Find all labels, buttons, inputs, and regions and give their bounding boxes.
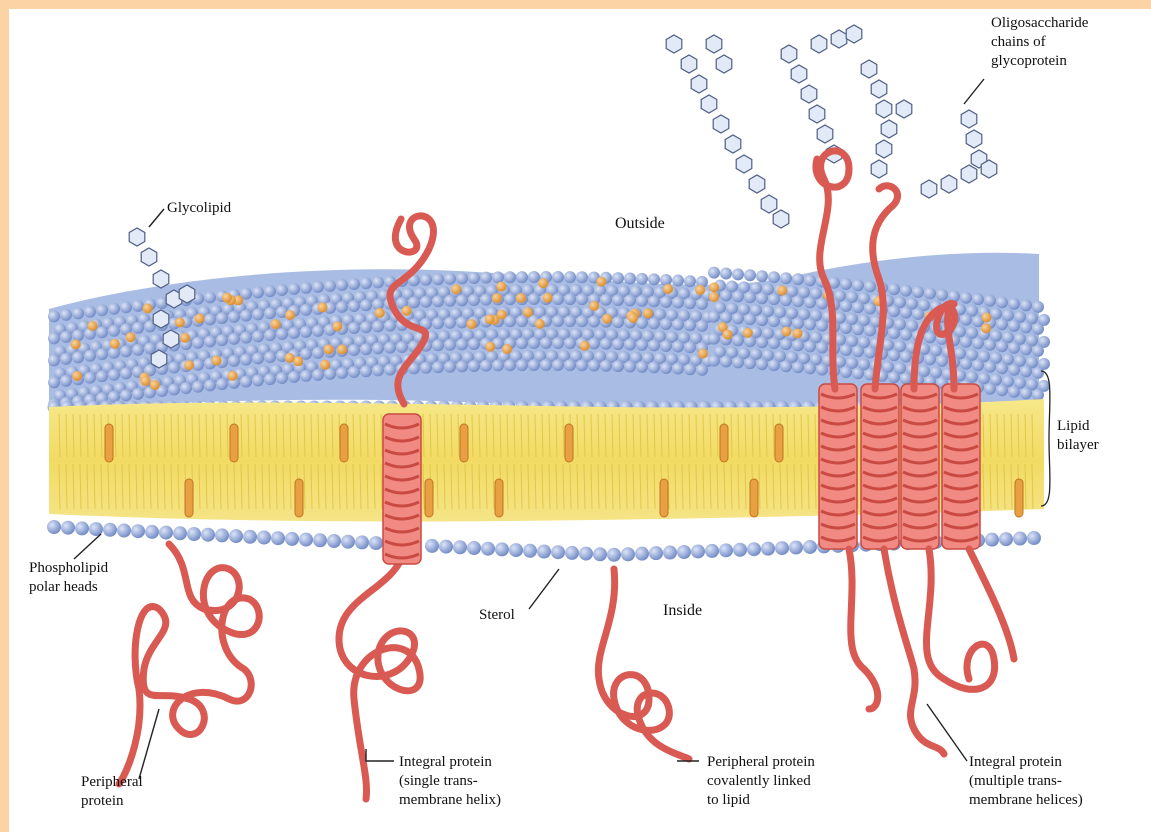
- peripheral-protein-left: [119, 544, 259, 784]
- diagram-panel: Glycolipid Outside Oligosaccharide chain…: [9, 9, 1151, 832]
- membrane-diagram: [9, 9, 1151, 832]
- label-inside: Inside: [663, 601, 702, 620]
- label-glycolipid: Glycolipid: [167, 199, 231, 218]
- label-outside: Outside: [615, 214, 665, 233]
- integral-protein-single-helix: [383, 414, 421, 564]
- label-peripheral-protein-lipid-linked: Peripheral protein covalently linked to …: [707, 753, 815, 810]
- label-oligosaccharide-chains: Oligosaccharide chains of glycoprotein: [991, 14, 1088, 71]
- label-phospholipid-polar-heads: Phospholipid polar heads: [29, 559, 108, 597]
- label-sterol: Sterol: [479, 606, 515, 625]
- integral-protein-multiple-helices: [819, 384, 980, 549]
- label-integral-protein-multiple: Integral protein (multiple trans- membra…: [969, 753, 1083, 810]
- peripheral-protein-lipid-linked: [598, 569, 689, 759]
- label-peripheral-protein: Peripheral protein: [81, 773, 143, 811]
- label-integral-protein-single: Integral protein (single trans- membrane…: [399, 753, 501, 810]
- label-lipid-bilayer: Lipid bilayer: [1057, 417, 1099, 455]
